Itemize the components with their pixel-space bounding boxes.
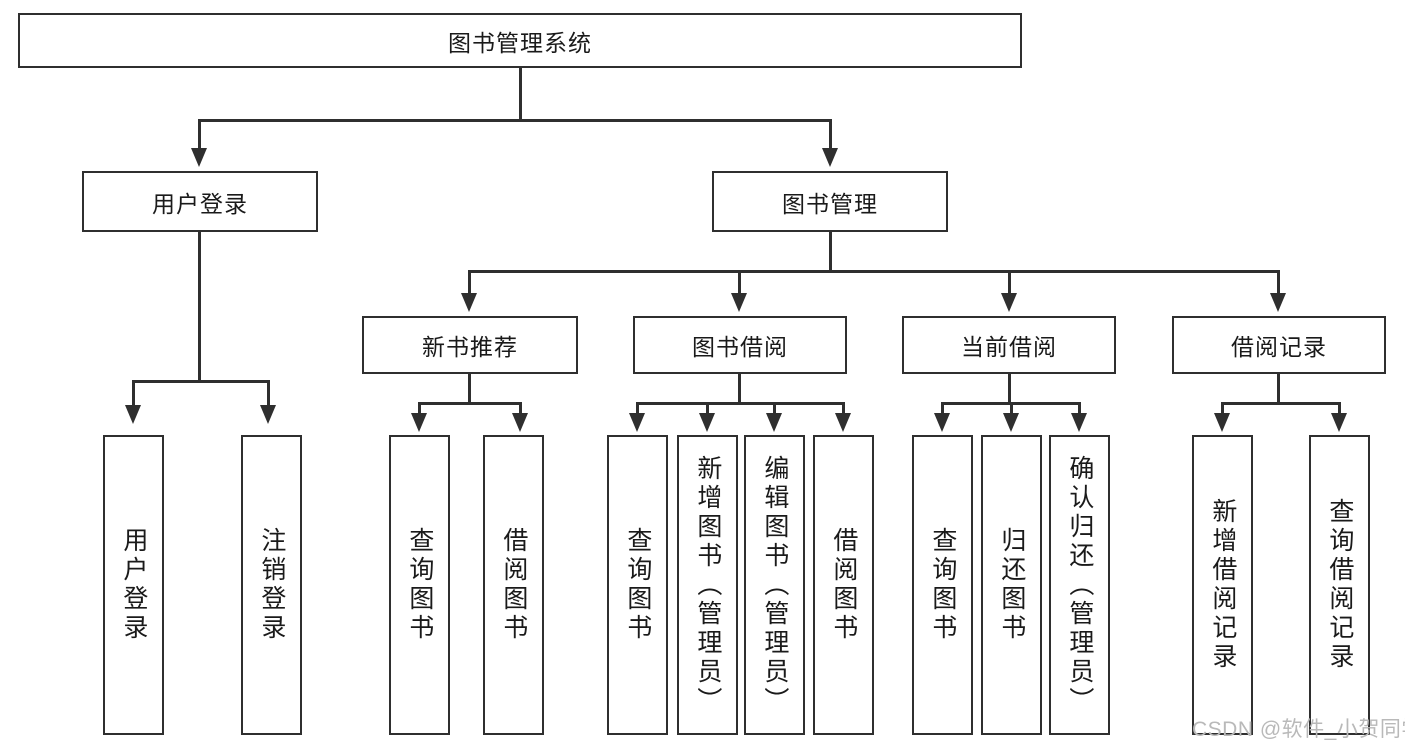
node-label: 查询图书 xyxy=(928,527,957,643)
node-label: 归还图书 xyxy=(997,527,1026,643)
arrow-book-borrow-to-leaf-4 xyxy=(835,413,851,432)
node-borrow-record[interactable]: 借阅记录 xyxy=(1172,316,1386,374)
leaf-borrow-record-add-record[interactable]: 新增借阅记录 xyxy=(1192,435,1253,735)
node-current-borrow[interactable]: 当前借阅 xyxy=(902,316,1116,374)
edge-user-login-bus xyxy=(132,380,269,383)
edge-current-borrow-to-leaf-1 xyxy=(941,402,944,416)
node-label: 借阅图书 xyxy=(829,527,858,643)
arrow-new-book-to-leaf-2 xyxy=(512,413,528,432)
leaf-current-borrow-return-book[interactable]: 归还图书 xyxy=(981,435,1042,735)
node-label: 当前借阅 xyxy=(961,334,1057,360)
arrow-borrow-record-to-leaf-1 xyxy=(1214,413,1230,432)
arrow-book-borrow-to-leaf-1 xyxy=(629,413,645,432)
edge-new-book-stem xyxy=(468,374,471,404)
node-label: 图书借阅 xyxy=(692,334,788,360)
arrow-user-login-to-leaf-1 xyxy=(125,405,141,424)
edge-book-manage-to-current xyxy=(1008,270,1011,296)
arrow-book-manage-to-record xyxy=(1270,293,1286,312)
node-label: 借阅记录 xyxy=(1231,334,1327,360)
leaf-book-borrow-edit-book-admin[interactable]: 编辑图书（管理员） xyxy=(744,435,805,735)
edge-borrow-record-stem xyxy=(1277,374,1280,404)
edge-book-borrow-to-leaf-1 xyxy=(636,402,639,416)
node-label: 用户登录 xyxy=(119,527,148,643)
node-root-system[interactable]: 图书管理系统 xyxy=(18,13,1022,68)
node-book-management[interactable]: 图书管理 xyxy=(712,171,948,232)
edge-new-book-to-leaf-2 xyxy=(519,402,522,416)
edge-current-borrow-stem xyxy=(1008,374,1011,404)
node-label: 新增借阅记录 xyxy=(1208,498,1237,672)
edge-book-manage-stem xyxy=(829,232,832,272)
node-label: 查询图书 xyxy=(405,527,434,643)
edge-user-login-to-leaf-1 xyxy=(132,380,135,408)
arrow-current-borrow-to-leaf-2 xyxy=(1003,413,1019,432)
leaf-book-borrow-add-book-admin[interactable]: 新增图书（管理员） xyxy=(677,435,738,735)
watermark-text: CSDN @软件_小贺同学 xyxy=(1192,718,1405,741)
edge-book-borrow-bus xyxy=(636,402,844,405)
node-label: 新书推荐 xyxy=(422,334,518,360)
arrow-new-book-to-leaf-1 xyxy=(411,413,427,432)
edge-book-manage-to-new-book xyxy=(468,270,471,296)
leaf-book-borrow-borrow-book[interactable]: 借阅图书 xyxy=(813,435,874,735)
edge-book-manage-bus xyxy=(468,270,1280,273)
node-new-book-recommend[interactable]: 新书推荐 xyxy=(362,316,578,374)
edge-user-login-to-leaf-2 xyxy=(267,380,270,408)
node-label: 图书管理 xyxy=(782,190,878,217)
edge-book-manage-to-record xyxy=(1277,270,1280,296)
arrow-book-manage-to-new-book xyxy=(461,293,477,312)
arrow-user-login-to-leaf-2 xyxy=(260,405,276,424)
edge-user-login-stem xyxy=(198,232,201,382)
node-label: 图书管理系统 xyxy=(448,29,592,56)
edge-book-manage-to-borrow xyxy=(738,270,741,296)
node-label: 查询借阅记录 xyxy=(1325,498,1354,672)
arrow-book-manage-to-borrow xyxy=(731,293,747,312)
node-label: 注销登录 xyxy=(257,527,286,643)
edge-book-borrow-to-leaf-4 xyxy=(842,402,845,416)
leaf-new-book-borrow-book[interactable]: 借阅图书 xyxy=(483,435,544,735)
edge-root-stem xyxy=(519,68,522,120)
leaf-book-borrow-query-book[interactable]: 查询图书 xyxy=(607,435,668,735)
arrow-current-borrow-to-leaf-3 xyxy=(1071,413,1087,432)
node-label: 编辑图书（管理员） xyxy=(760,454,789,716)
edge-book-borrow-stem xyxy=(738,374,741,404)
edge-new-book-bus xyxy=(418,402,521,405)
arrow-book-borrow-to-leaf-2 xyxy=(699,413,715,432)
edge-borrow-record-to-leaf-1 xyxy=(1221,402,1224,416)
node-user-login[interactable]: 用户登录 xyxy=(82,171,318,232)
node-label: 确认归还（管理员） xyxy=(1065,454,1094,716)
node-label: 用户登录 xyxy=(152,190,248,217)
leaf-borrow-record-query-record[interactable]: 查询借阅记录 xyxy=(1309,435,1370,735)
leaf-user-login-login[interactable]: 用户登录 xyxy=(103,435,164,735)
arrow-borrow-record-to-leaf-2 xyxy=(1331,413,1347,432)
node-label: 查询图书 xyxy=(623,527,652,643)
edge-book-borrow-to-leaf-3 xyxy=(773,402,776,416)
node-label: 新增图书（管理员） xyxy=(693,454,722,716)
edge-new-book-to-leaf-1 xyxy=(418,402,421,416)
leaf-new-book-query-book[interactable]: 查询图书 xyxy=(389,435,450,735)
arrow-root-to-book-manage xyxy=(822,148,838,167)
leaf-current-borrow-confirm-return-admin[interactable]: 确认归还（管理员） xyxy=(1049,435,1110,735)
edge-borrow-record-to-leaf-2 xyxy=(1338,402,1341,416)
arrow-book-manage-to-current xyxy=(1001,293,1017,312)
edge-current-borrow-to-leaf-3 xyxy=(1078,402,1081,416)
edge-borrow-record-bus xyxy=(1221,402,1341,405)
arrow-current-borrow-to-leaf-1 xyxy=(934,413,950,432)
edge-root-to-book-manage xyxy=(829,119,832,151)
leaf-current-borrow-query-book[interactable]: 查询图书 xyxy=(912,435,973,735)
edge-root-bus xyxy=(198,119,832,122)
node-book-borrow[interactable]: 图书借阅 xyxy=(633,316,847,374)
arrow-root-to-user-login xyxy=(191,148,207,167)
arrow-book-borrow-to-leaf-3 xyxy=(766,413,782,432)
edge-current-borrow-to-leaf-2 xyxy=(1010,402,1013,416)
edge-book-borrow-to-leaf-2 xyxy=(706,402,709,416)
edge-root-to-user-login xyxy=(198,119,201,151)
leaf-user-login-logout[interactable]: 注销登录 xyxy=(241,435,302,735)
node-label: 借阅图书 xyxy=(499,527,528,643)
